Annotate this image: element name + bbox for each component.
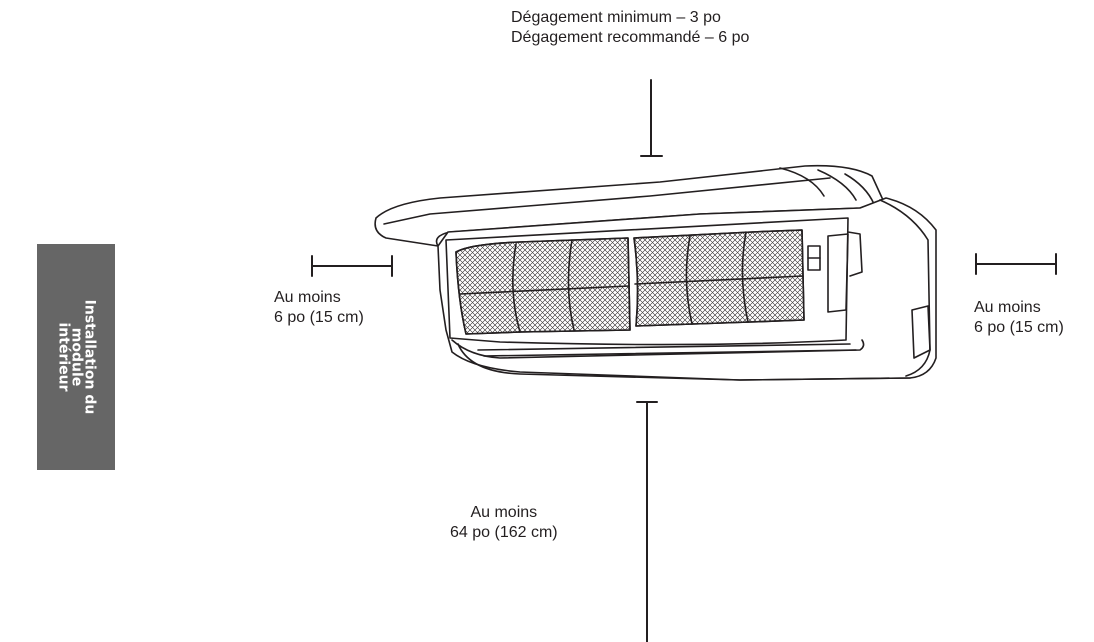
bottom-clearance-label: Au moins 64 po (162 cm) bbox=[450, 503, 558, 543]
bottom-clearance-marker bbox=[636, 401, 658, 642]
top-clearance-minimum: Dégagement minimum – 3 po bbox=[511, 9, 721, 26]
left-clearance-line-2: 6 po (15 cm) bbox=[274, 309, 364, 326]
top-clearance-label: Dégagement minimum – 3 po Dégagement rec… bbox=[511, 8, 749, 48]
bottom-clearance-line-1: Au moins bbox=[470, 504, 538, 521]
bottom-clearance-line-2: 64 po (162 cm) bbox=[450, 524, 558, 541]
left-clearance-label: Au moins 6 po (15 cm) bbox=[274, 288, 364, 328]
right-clearance-line-2: 6 po (15 cm) bbox=[974, 319, 1064, 336]
right-clearance-marker bbox=[975, 253, 1057, 275]
indoor-unit-illustration bbox=[374, 164, 937, 381]
left-clearance-marker bbox=[311, 255, 393, 277]
top-clearance-recommended: Dégagement recommandé – 6 po bbox=[511, 29, 750, 46]
right-clearance-line-1: Au moins bbox=[974, 299, 1041, 316]
right-clearance-label: Au moins 6 po (15 cm) bbox=[974, 298, 1064, 338]
top-clearance-marker bbox=[640, 79, 663, 157]
section-tab: Installation du module intérieur bbox=[37, 244, 115, 470]
left-clearance-line-1: Au moins bbox=[274, 289, 341, 306]
